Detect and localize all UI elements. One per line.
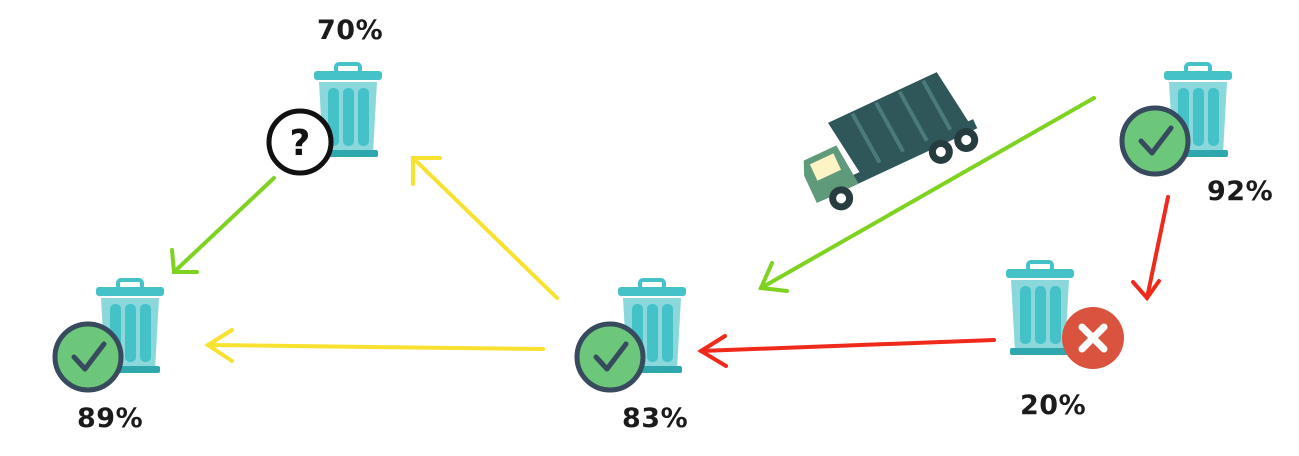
arrow-rightbottom-to-center bbox=[697, 334, 996, 368]
bin-left bbox=[52, 278, 166, 393]
arrow-top-to-left bbox=[170, 176, 276, 274]
check-badge-icon bbox=[52, 321, 124, 393]
bin-right-top bbox=[1119, 62, 1234, 177]
arrow-righttop-to-rightbottom bbox=[1131, 195, 1170, 302]
bin-center bbox=[574, 278, 688, 393]
question-mark: ? bbox=[290, 123, 311, 164]
fill-label-top: 70% bbox=[317, 15, 384, 46]
arrow-center-to-left bbox=[204, 328, 545, 363]
arrow-righttop-to-center bbox=[758, 96, 1096, 293]
error-badge-icon bbox=[1062, 307, 1124, 369]
fill-label-left: 89% bbox=[77, 403, 144, 434]
garbage-truck-icon bbox=[803, 72, 979, 211]
check-badge-icon bbox=[1119, 105, 1191, 177]
fill-label-right-bottom: 20% bbox=[1020, 390, 1087, 421]
question-badge-icon: ? bbox=[266, 108, 334, 176]
fill-label-right-top: 92% bbox=[1207, 176, 1274, 207]
fill-label-center: 83% bbox=[622, 403, 689, 434]
check-badge-icon bbox=[574, 321, 646, 393]
arrow-center-to-top bbox=[411, 156, 559, 300]
bin-right-bottom bbox=[1004, 260, 1124, 369]
bin-top: ? bbox=[266, 62, 384, 176]
